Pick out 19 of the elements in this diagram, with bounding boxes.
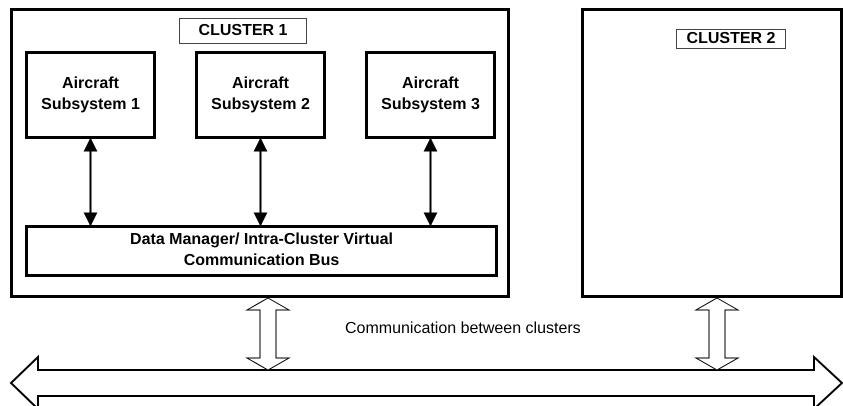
box-label: Data Manager/ Intra-Cluster Virtual Communication Bus	[129, 230, 394, 271]
process-box	[195, 51, 326, 139]
process-box	[25, 51, 156, 139]
double-block-arrow	[10, 352, 843, 406]
block-arrow	[245, 297, 291, 371]
box-label: Aircraft Subsystem 1	[40, 74, 141, 115]
arrow	[424, 138, 438, 226]
arrow	[84, 138, 98, 226]
arrow	[254, 138, 268, 226]
cluster-panel	[10, 8, 510, 298]
cluster-heading: CLUSTER 1	[179, 18, 307, 44]
box-label: Aircraft Subsystem 3	[380, 74, 481, 115]
process-box	[365, 51, 496, 139]
bus-caption: Communication between clusters	[345, 320, 581, 338]
cluster-panel	[581, 8, 843, 298]
block-arrow	[694, 297, 740, 371]
cluster-heading: CLUSTER 2	[676, 29, 786, 49]
process-box	[25, 225, 498, 277]
box-label: Aircraft Subsystem 2	[210, 74, 311, 115]
